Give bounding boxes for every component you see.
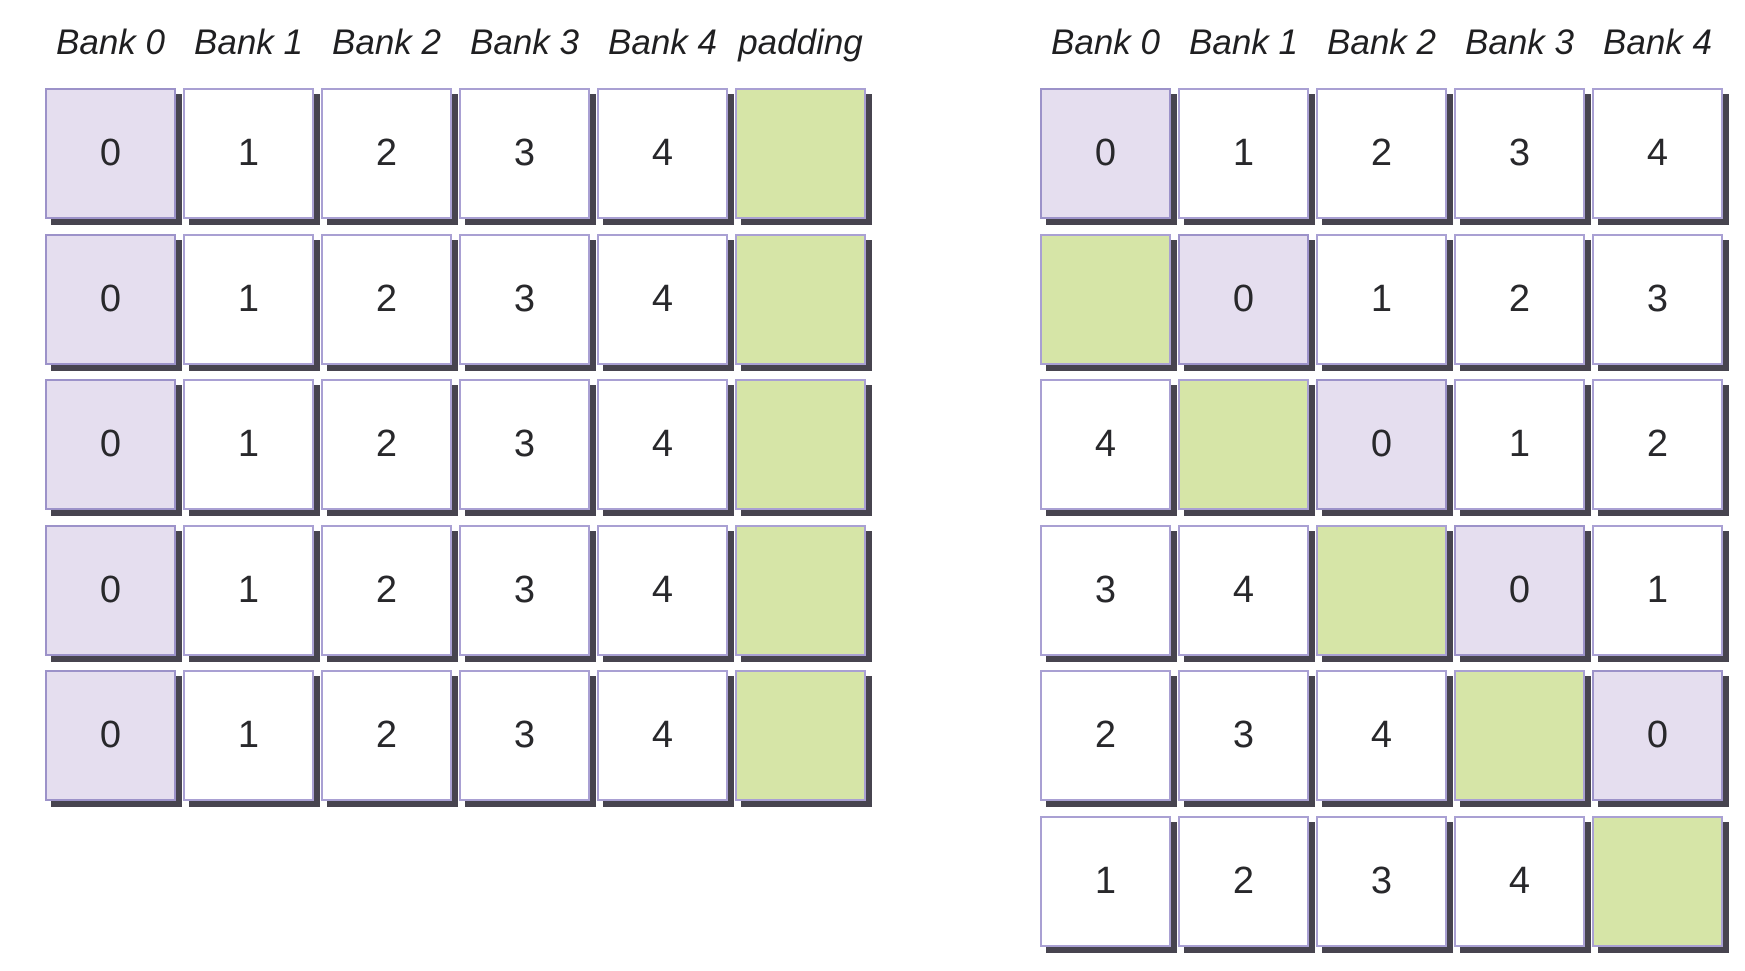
memory-cell: 2 (321, 524, 452, 656)
memory-cell: 1 (183, 379, 314, 510)
memory-cell: 4 (597, 233, 728, 365)
memory-cell: 0 (45, 379, 176, 510)
padding-cell (1178, 379, 1309, 510)
memory-cell: 3 (459, 379, 590, 510)
column-header-bank-0: Bank 0 (56, 23, 165, 62)
memory-cell: 2 (321, 88, 452, 219)
memory-cell: 0 (45, 88, 176, 219)
memory-cell: 0 (1316, 379, 1447, 510)
padding-cell (1454, 670, 1585, 801)
column-header-bank-1: Bank 1 (194, 23, 303, 62)
memory-cell: 3 (1178, 670, 1309, 801)
memory-cell: 1 (1316, 233, 1447, 365)
right-column-headers: Bank 0 Bank 1 Bank 2 Bank 3 Bank 4 (1040, 20, 1723, 60)
memory-cell: 2 (1454, 233, 1585, 365)
left-column-headers: Bank 0 Bank 1 Bank 2 Bank 3 Bank 4 padding (45, 20, 866, 60)
memory-cell: 4 (597, 379, 728, 510)
padding-cell (735, 670, 866, 801)
memory-cell: 0 (1454, 524, 1585, 656)
padding-cell (735, 233, 866, 365)
memory-cell: 1 (1592, 524, 1723, 656)
column-header-bank-2: Bank 2 (1327, 23, 1436, 62)
padding-cell (1592, 815, 1723, 947)
memory-cell: 2 (321, 379, 452, 510)
memory-cell: 2 (321, 670, 452, 801)
column-header-bank-2: Bank 2 (332, 23, 441, 62)
column-header-bank-4: Bank 4 (608, 23, 717, 62)
memory-cell: 3 (459, 670, 590, 801)
memory-cell: 3 (1040, 524, 1171, 656)
memory-cell: 1 (1178, 88, 1309, 219)
memory-cell: 3 (459, 88, 590, 219)
memory-cell: 0 (1178, 233, 1309, 365)
memory-cell: 0 (45, 670, 176, 801)
padding-cell (735, 88, 866, 219)
memory-cell: 2 (1592, 379, 1723, 510)
memory-cell: 0 (1040, 88, 1171, 219)
memory-cell: 4 (597, 524, 728, 656)
padding-cell (735, 379, 866, 510)
memory-cell: 3 (1592, 233, 1723, 365)
memory-cell: 4 (1178, 524, 1309, 656)
memory-cell: 1 (183, 233, 314, 365)
memory-cell: 3 (459, 233, 590, 365)
memory-cell: 4 (1040, 379, 1171, 510)
memory-cell: 0 (45, 233, 176, 365)
memory-cell: 1 (1040, 815, 1171, 947)
memory-cell: 2 (1040, 670, 1171, 801)
memory-cell: 1 (1454, 379, 1585, 510)
padding-cell (735, 524, 866, 656)
memory-cell: 0 (45, 524, 176, 656)
column-header-padding: padding (738, 23, 863, 62)
memory-cell: 1 (183, 524, 314, 656)
column-header-bank-3: Bank 3 (1465, 23, 1574, 62)
memory-cell: 2 (1316, 88, 1447, 219)
memory-cell: 1 (183, 88, 314, 219)
memory-cell: 4 (597, 88, 728, 219)
column-header-bank-4: Bank 4 (1603, 23, 1712, 62)
memory-cell: 4 (1316, 670, 1447, 801)
column-header-bank-0: Bank 0 (1051, 23, 1160, 62)
padding-cell (1316, 524, 1447, 656)
padding-cell (1040, 233, 1171, 365)
memory-cell: 2 (321, 233, 452, 365)
memory-cell: 1 (183, 670, 314, 801)
memory-cell: 3 (459, 524, 590, 656)
memory-cell: 3 (1316, 815, 1447, 947)
memory-cell: 4 (1454, 815, 1585, 947)
memory-cell: 0 (1592, 670, 1723, 801)
memory-cell: 2 (1178, 815, 1309, 947)
memory-cell: 3 (1454, 88, 1585, 219)
column-header-bank-3: Bank 3 (470, 23, 579, 62)
memory-cell: 4 (1592, 88, 1723, 219)
column-header-bank-1: Bank 1 (1189, 23, 1298, 62)
memory-cell: 4 (597, 670, 728, 801)
